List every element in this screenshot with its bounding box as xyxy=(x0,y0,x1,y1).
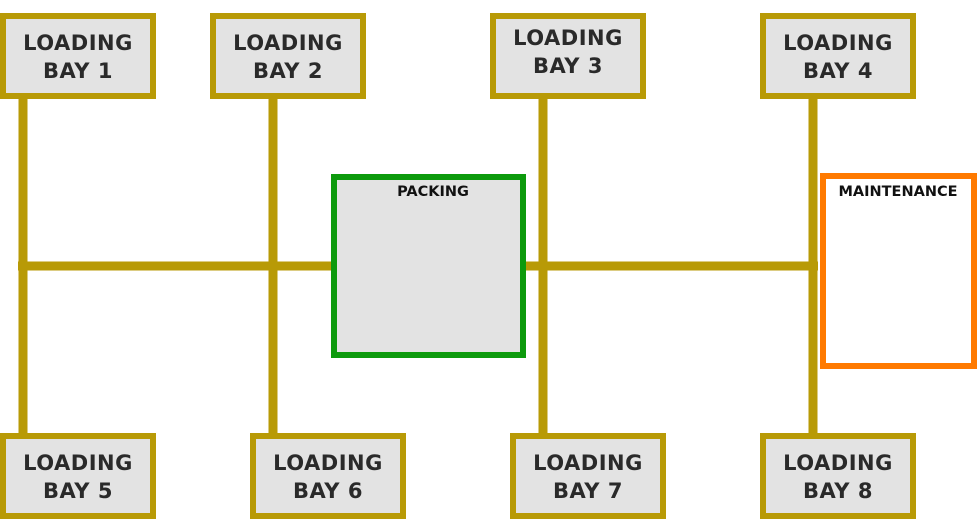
loading-bay-4-label-line2: BAY 4 xyxy=(803,59,873,83)
loading-bay-7-box xyxy=(510,433,666,519)
loading-bay-8-label-line2: BAY 8 xyxy=(803,479,873,503)
loading-bay-8[interactable]: LOADING BAY 8 xyxy=(760,433,916,519)
loading-bay-7[interactable]: LOADING BAY 7 xyxy=(510,433,666,519)
track-network xyxy=(18,96,818,438)
loading-bay-3-label-line2: BAY 3 xyxy=(533,54,603,78)
packing-zone[interactable]: PACKING xyxy=(331,174,526,358)
loading-bay-6-label-line2: BAY 6 xyxy=(293,479,363,503)
loading-bay-1-box xyxy=(0,13,156,99)
maintenance-zone-label: MAINTENANCE xyxy=(838,184,957,200)
loading-bay-2-label-line1: LOADING xyxy=(233,31,343,55)
loading-bay-3-label-line1: LOADING xyxy=(513,26,623,50)
packing-zone-label: PACKING xyxy=(397,184,469,200)
loading-bay-7-label-line1: LOADING xyxy=(533,451,643,475)
loading-bay-5-label-line2: BAY 5 xyxy=(43,479,113,503)
loading-bay-5-label-line1: LOADING xyxy=(23,451,133,475)
loading-bay-5[interactable]: LOADING BAY 5 xyxy=(0,433,156,519)
loading-bay-4-box xyxy=(760,13,916,99)
loading-bay-2-box xyxy=(210,13,366,99)
maintenance-zone[interactable]: MAINTENANCE xyxy=(820,173,977,369)
loading-bay-2-label-line2: BAY 2 xyxy=(253,59,323,83)
loading-bay-7-label-line2: BAY 7 xyxy=(553,479,623,503)
loading-bay-1-label-line1: LOADING xyxy=(23,31,133,55)
packing-zone-box xyxy=(331,174,526,358)
loading-bay-4[interactable]: LOADING BAY 4 xyxy=(760,13,916,99)
loading-bay-8-label-line1: LOADING xyxy=(783,451,893,475)
loading-bay-1-label-line2: BAY 1 xyxy=(43,59,113,83)
loading-bay-8-box xyxy=(760,433,916,519)
loading-bay-3-box xyxy=(490,13,646,99)
loading-bay-2[interactable]: LOADING BAY 2 xyxy=(210,13,366,99)
loading-bay-4-label-line1: LOADING xyxy=(783,31,893,55)
loading-bay-1[interactable]: LOADING BAY 1 xyxy=(0,13,156,99)
loading-bay-6-label-line1: LOADING xyxy=(273,451,383,475)
maintenance-zone-box xyxy=(820,173,977,369)
loading-bay-6-box xyxy=(250,433,406,519)
loading-bay-5-box xyxy=(0,433,156,519)
loading-bay-3[interactable]: LOADING BAY 3 xyxy=(490,13,646,99)
loading-bay-6[interactable]: LOADING BAY 6 xyxy=(250,433,406,519)
